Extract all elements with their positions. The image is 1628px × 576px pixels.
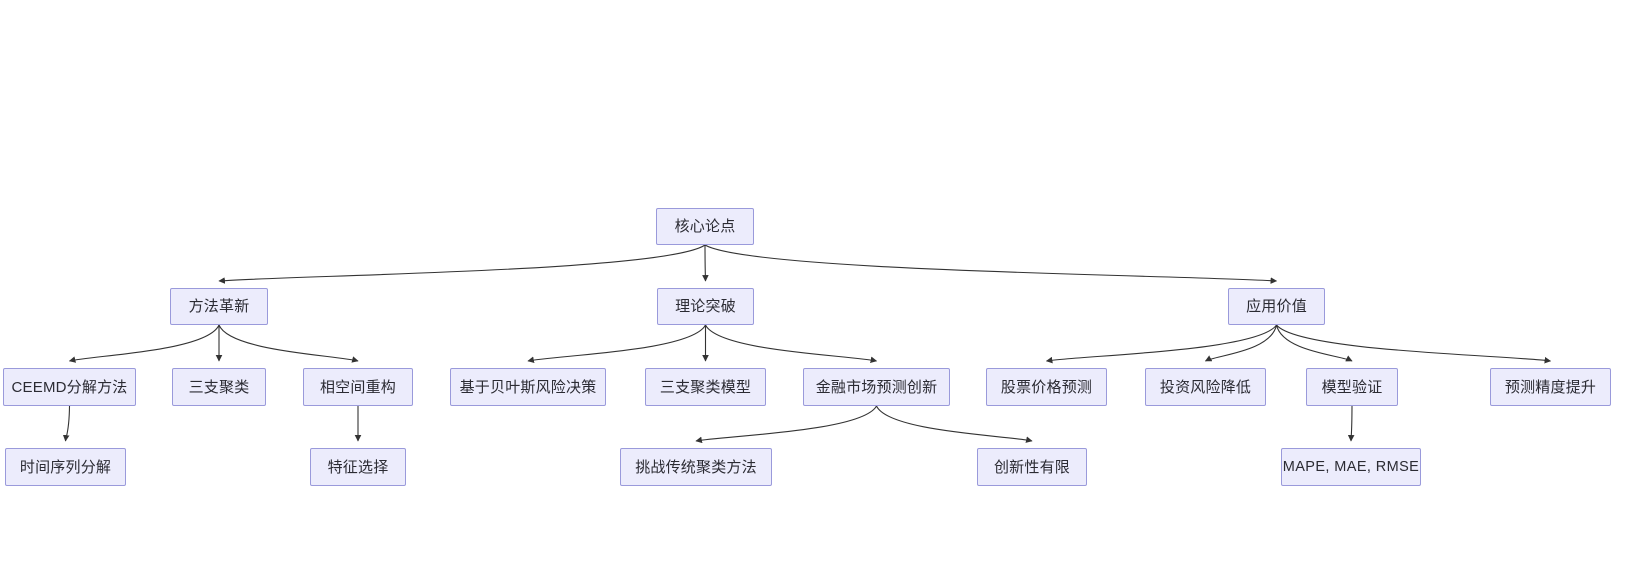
node-label: 特征选择 <box>327 458 389 476</box>
node-c5[interactable]: 三支聚类模型 <box>645 368 766 406</box>
node-d1[interactable]: 时间序列分解 <box>5 448 126 486</box>
edge-m2-to-c6 <box>705 324 878 363</box>
node-root[interactable]: 核心论点 <box>656 208 754 245</box>
node-c2[interactable]: 三支聚类 <box>172 368 266 406</box>
node-c1[interactable]: CEEMD分解方法 <box>3 368 136 406</box>
node-c3[interactable]: 相空间重构 <box>303 368 413 406</box>
node-c8[interactable]: 投资风险降低 <box>1145 368 1266 406</box>
edge-root-to-m3 <box>704 244 1278 284</box>
node-label: 应用价值 <box>1246 298 1307 315</box>
node-d2[interactable]: 特征选择 <box>310 448 406 486</box>
node-label: 三支聚类模型 <box>659 378 752 396</box>
edge-m3-to-c10 <box>1276 324 1552 364</box>
node-label: 预测精度提升 <box>1504 378 1597 396</box>
node-d4[interactable]: 创新性有限 <box>977 448 1087 486</box>
edge-root-to-m2 <box>702 244 709 282</box>
node-label: 基于贝叶斯风险决策 <box>459 378 597 396</box>
edge-m1-to-c1 <box>68 324 220 363</box>
node-c7[interactable]: 股票价格预测 <box>986 368 1107 406</box>
edge-c1-to-d1 <box>62 405 71 442</box>
edge-c9-to-d5 <box>1347 405 1355 442</box>
node-c9[interactable]: 模型验证 <box>1306 368 1398 406</box>
node-label: 相空间重构 <box>319 378 396 396</box>
edge-m3-to-c9 <box>1275 324 1353 362</box>
node-c6[interactable]: 金融市场预测创新 <box>803 368 950 406</box>
node-label: 挑战传统聚类方法 <box>635 458 757 476</box>
node-label: 核心论点 <box>674 218 736 235</box>
node-label: 金融市场预测创新 <box>815 378 938 396</box>
edge-paths <box>62 244 1552 444</box>
node-d5[interactable]: MAPE, MAE, RMSE <box>1281 448 1421 486</box>
node-label: 投资风险降低 <box>1159 378 1252 396</box>
node-d3[interactable]: 挑战传统聚类方法 <box>620 448 772 486</box>
node-m3[interactable]: 应用价值 <box>1228 288 1325 325</box>
node-m1[interactable]: 方法革新 <box>170 288 268 325</box>
node-label: 方法革新 <box>188 298 250 315</box>
edge-m1-to-c3 <box>218 324 359 363</box>
node-c4[interactable]: 基于贝叶斯风险决策 <box>450 368 606 406</box>
edge-m3-to-c8 <box>1204 324 1278 362</box>
node-label: 模型验证 <box>1321 378 1383 396</box>
edge-c6-to-d3 <box>695 405 877 444</box>
node-label: 时间序列分解 <box>19 458 112 476</box>
node-label: CEEMD分解方法 <box>11 378 128 396</box>
node-label: MAPE, MAE, RMSE <box>1282 458 1420 475</box>
edge-m2-to-c4 <box>527 324 706 364</box>
edge-root-to-m1 <box>218 244 706 284</box>
node-label: 创新性有限 <box>993 458 1070 476</box>
node-label: 股票价格预测 <box>1000 378 1093 396</box>
edge-c6-to-d4 <box>876 405 1033 443</box>
node-label: 三支聚类 <box>188 378 250 396</box>
edge-m3-to-c7 <box>1045 324 1277 364</box>
node-label: 理论突破 <box>675 298 736 315</box>
node-m2[interactable]: 理论突破 <box>657 288 754 325</box>
node-c10[interactable]: 预测精度提升 <box>1490 368 1611 406</box>
